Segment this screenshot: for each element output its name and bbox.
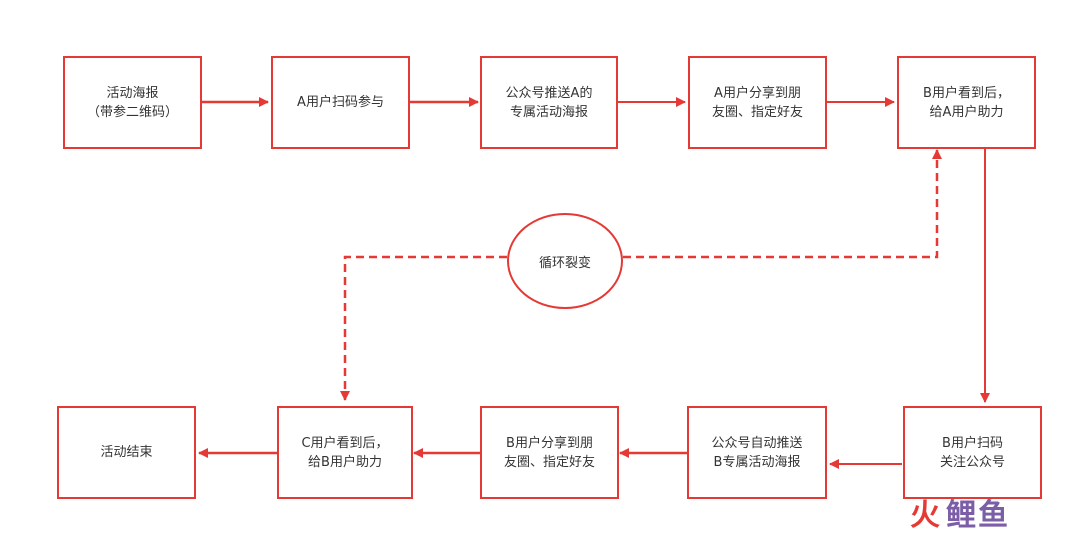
node-end: 活动结束 — [57, 406, 196, 499]
node-b-share: B用户分享到朋 友圈、指定好友 — [480, 406, 619, 499]
node-push-a-poster-line2: 专属活动海报 — [509, 104, 588, 120]
watermark-rest-glyphs: 鲤鱼 — [946, 498, 1010, 533]
node-b-share-line1: B用户分享到朋 — [506, 435, 593, 451]
watermark-logo: 火 鲤鱼 — [910, 490, 1010, 534]
node-a-share-line2: 友圈、指定好友 — [711, 104, 803, 120]
node-push-a-poster-line1: 公众号推送A的 — [505, 85, 593, 101]
node-c-help-b-line2: 给B用户助力 — [308, 454, 382, 470]
node-a-share: A用户分享到朋 友圈、指定好友 — [688, 56, 827, 149]
node-poster-line2: （带参二维码） — [86, 104, 178, 120]
node-c-help-b-line1: C用户看到后， — [301, 435, 389, 451]
node-b-follow-line1: B用户扫码 — [942, 435, 1003, 451]
node-b-help-a-line2: 给A用户助力 — [929, 104, 1004, 120]
watermark-fire-glyph: 火 — [910, 498, 942, 533]
node-push-b-poster-line1: 公众号自动推送 — [711, 435, 803, 451]
node-a-share-line1: A用户分享到朋 — [714, 85, 801, 101]
node-b-follow: B用户扫码 关注公众号 — [903, 406, 1042, 499]
node-poster: 活动海报 （带参二维码） — [63, 56, 202, 149]
dashed-loop-left — [340, 255, 507, 401]
node-push-b-poster: 公众号自动推送 B专属活动海报 — [687, 406, 827, 499]
node-scan-join-line1: A用户扫码参与 — [297, 95, 384, 110]
node-b-help-a-line1: B用户看到后， — [923, 85, 1010, 101]
node-c-help-b: C用户看到后， 给B用户助力 — [277, 406, 413, 499]
node-poster-line1: 活动海报 — [106, 85, 159, 101]
node-b-share-line2: 友圈、指定好友 — [503, 454, 595, 470]
node-b-follow-line2: 关注公众号 — [939, 454, 1005, 470]
node-scan-join: A用户扫码参与 — [271, 56, 410, 149]
loop-circle: 循环裂变 — [507, 213, 623, 309]
node-b-help-a: B用户看到后， 给A用户助力 — [897, 56, 1036, 149]
node-push-b-poster-line2: B专属活动海报 — [713, 454, 801, 470]
loop-circle-label: 循环裂变 — [538, 255, 591, 271]
dashed-loop-right — [623, 149, 942, 259]
node-end-line1: 活动结束 — [100, 445, 153, 460]
node-push-a-poster: 公众号推送A的 专属活动海报 — [480, 56, 618, 149]
